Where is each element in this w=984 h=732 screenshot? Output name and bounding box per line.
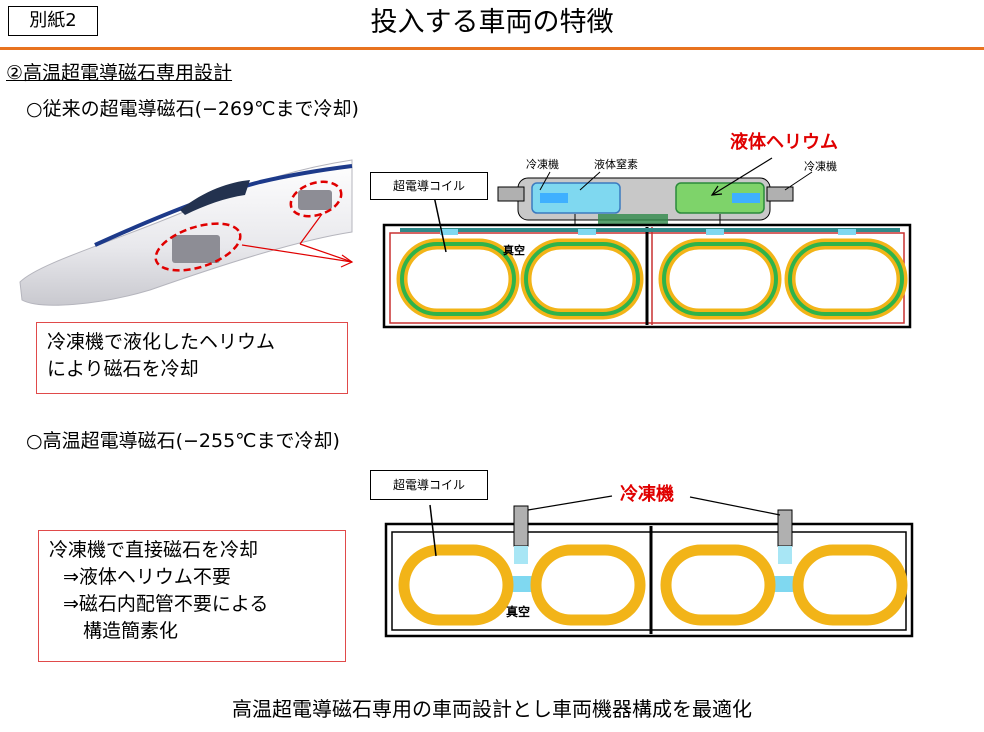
hts-note-line-1: 冷凍機で直接磁石を冷却 bbox=[49, 539, 259, 561]
hts-note: 冷凍機で直接磁石を冷却 ⇒液体ヘリウム不要 ⇒磁石内配管不要による 構造簡素化 bbox=[38, 530, 346, 662]
conventional-note: 冷凍機で液化したヘリウム により磁石を冷却 bbox=[36, 322, 348, 394]
conventional-refrigerator-label-left: 冷凍機 bbox=[526, 158, 559, 171]
hts-refrigerator-label: 冷凍機 bbox=[620, 484, 674, 505]
conventional-coil-label: 超電導コイル bbox=[370, 172, 488, 200]
section-title: ②高温超電導磁石専用設計 bbox=[6, 62, 233, 84]
page-title: 投入する車両の特徴 bbox=[370, 7, 614, 38]
footer-summary: 高温超電導磁石専用の車両設計とし車両機器構成を最適化 bbox=[232, 697, 752, 721]
liquid-helium-label: 液体ヘリウム bbox=[730, 132, 838, 153]
conventional-note-line-2: により磁石を冷却 bbox=[47, 358, 199, 380]
hts-vacuum-label: 真空 bbox=[506, 605, 531, 619]
hts-note-line-3: ⇒磁石内配管不要による bbox=[63, 593, 269, 615]
hts-note-line-4: 構造簡素化 bbox=[83, 620, 179, 642]
conventional-refrigerator-label-right: 冷凍機 bbox=[804, 160, 837, 173]
hts-heading: ○高温超電導磁石(−255℃まで冷却) bbox=[26, 430, 340, 452]
title-divider bbox=[0, 47, 984, 50]
attachment-tag: 別紙2 bbox=[8, 6, 98, 36]
liquid-nitrogen-label: 液体窒素 bbox=[594, 158, 638, 171]
hts-coil-label: 超電導コイル bbox=[370, 470, 488, 500]
hts-note-line-2: ⇒液体ヘリウム不要 bbox=[63, 566, 231, 588]
conventional-note-line-1: 冷凍機で液化したヘリウム bbox=[47, 331, 276, 353]
conventional-vacuum-label: 真空 bbox=[503, 244, 525, 257]
conventional-heading: ○従来の超電導磁石(−269℃まで冷却) bbox=[26, 98, 359, 120]
